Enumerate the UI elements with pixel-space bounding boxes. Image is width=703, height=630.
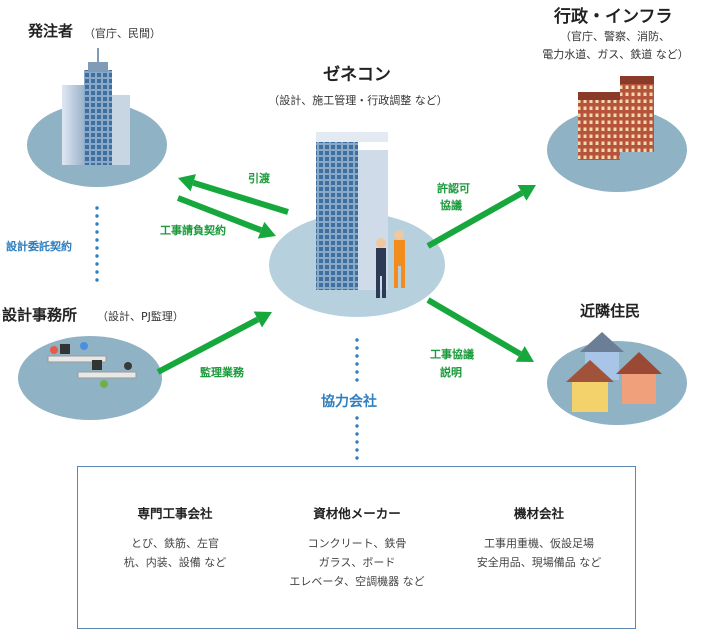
supervision-arrow bbox=[156, 311, 272, 375]
government-note-line2: 電力水道、ガス、鉄道 など） bbox=[542, 48, 689, 61]
partners-label: 協力会社 bbox=[321, 394, 377, 410]
government-building-icon bbox=[578, 76, 654, 160]
partner-column-title: 専門工事会社 bbox=[137, 506, 213, 521]
partner-column-line: とび、鉄筋、左官 bbox=[131, 537, 219, 550]
partner-column-line: ガラス、ボード bbox=[318, 556, 396, 569]
partners-dots-lower bbox=[355, 416, 359, 460]
contractor-tower-icon bbox=[316, 132, 388, 290]
partner-companies-box: 専門工事会社 とび、鉄筋、左官 杭、内装、設備 など 資材他メーカー コンクリー… bbox=[77, 466, 636, 629]
contractor-note: （設計、施工管理・行政調整 など） bbox=[268, 94, 448, 107]
partner-column-line: コンクリート、鉄骨 bbox=[307, 537, 407, 550]
permit-label-line1: 許認可 bbox=[437, 182, 470, 195]
government-title: 行政・インフラ bbox=[554, 7, 673, 27]
houses-icon bbox=[566, 332, 662, 412]
partner-column-line: エレベータ、空調機器 など bbox=[289, 575, 425, 588]
contract-arrow bbox=[176, 195, 276, 239]
partner-column-equipment: 機材会社 工事用重機、仮設足場 安全用品、現場備品 など bbox=[446, 503, 632, 572]
office-building-icon bbox=[62, 48, 130, 165]
partner-column-line: 安全用品、現場備品 など bbox=[476, 556, 602, 569]
handover-arrow bbox=[178, 174, 289, 215]
engineers-icon bbox=[376, 230, 405, 298]
design-office-note: （設計、PJ監理） bbox=[97, 310, 184, 323]
neighbor-label-line2: 説明 bbox=[440, 366, 462, 379]
partner-column-title: 機材会社 bbox=[513, 506, 564, 521]
design-contract-label: 設計委託契約 bbox=[6, 240, 72, 253]
partner-column-materials: 資材他メーカー コンクリート、鉄骨 ガラス、ボード エレベータ、空調機器 など bbox=[264, 503, 450, 591]
design-contract-dots bbox=[95, 206, 99, 282]
client-note: （官庁、民間） bbox=[84, 27, 161, 40]
partner-column-specialty: 専門工事会社 とび、鉄筋、左官 杭、内装、設備 など bbox=[82, 503, 268, 572]
handover-label: 引渡 bbox=[248, 172, 270, 185]
neighbor-label-line1: 工事協議 bbox=[430, 348, 474, 361]
dotted-connectors bbox=[95, 206, 359, 460]
permit-label-line2: 協議 bbox=[440, 199, 462, 212]
government-note-line1: （官庁、警察、消防、 bbox=[560, 30, 670, 43]
contractor-title: ゼネコン bbox=[323, 65, 391, 85]
partners-dots-upper bbox=[355, 338, 359, 382]
neighbors-title: 近隣住民 bbox=[580, 302, 641, 320]
partner-column-line: 杭、内装、設備 など bbox=[123, 556, 227, 569]
design-office-title: 設計事務所 bbox=[2, 306, 78, 324]
construction-contract-label: 工事請負契約 bbox=[160, 224, 226, 237]
design-office-desks-icon bbox=[47, 342, 137, 388]
client-title: 発注者 bbox=[28, 22, 74, 40]
permit-arrow bbox=[426, 185, 536, 249]
partner-column-line: 工事用重機、仮設足場 bbox=[484, 537, 594, 550]
arrow-layer bbox=[156, 174, 536, 375]
supervision-label: 監理業務 bbox=[200, 366, 244, 379]
neighbor-arrow bbox=[426, 297, 534, 362]
partner-column-title: 資材他メーカー bbox=[313, 506, 401, 521]
